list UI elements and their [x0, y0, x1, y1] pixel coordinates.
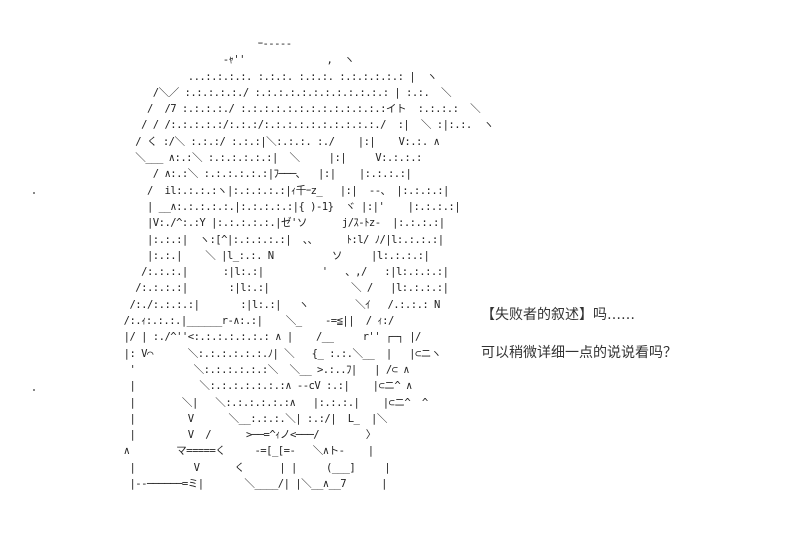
dialogue-line-1: 【失败者的叙述】吗…… [481, 307, 635, 323]
stray-dot [33, 192, 35, 194]
stray-dot [33, 389, 35, 391]
dialogue-line-2: 可以稍微详细一点的说说看吗？ [481, 345, 677, 361]
ascii-art-figure: ｰ----- -ｬ'' , ヽ ...:.:.:.:. :.:.:. :.:.:… [123, 38, 494, 491]
